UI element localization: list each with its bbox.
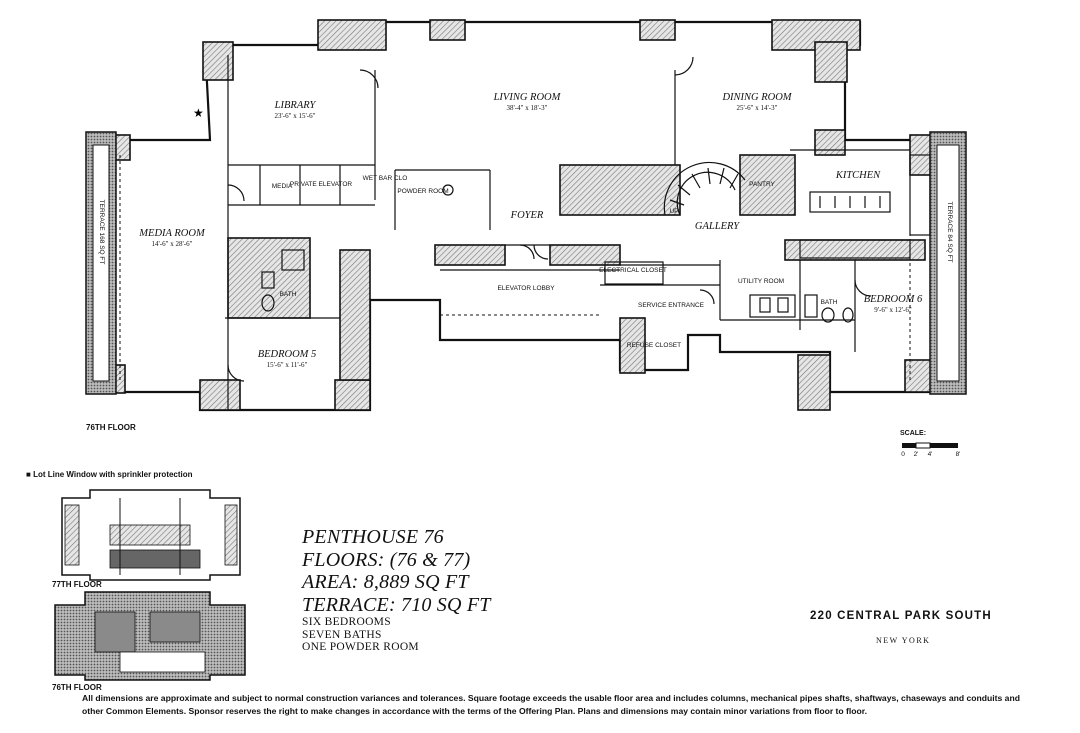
svg-text:4': 4' bbox=[928, 451, 933, 458]
svg-text:2': 2' bbox=[914, 451, 919, 458]
pantry-label: PANTRY bbox=[749, 181, 775, 188]
bedroom6-label: BEDROOM 6 bbox=[864, 294, 923, 305]
listing-terrace: TERRACE: 710 SQ FT bbox=[302, 593, 491, 616]
door-swings bbox=[227, 56, 872, 382]
terrace-right bbox=[929, 131, 967, 395]
terrace-left bbox=[85, 131, 117, 395]
thumb-76-label: 76TH FLOOR bbox=[52, 683, 102, 692]
terrace-right-label: TERRACE 84 SQ FT bbox=[946, 201, 953, 262]
listing-info: PENTHOUSE 76 FLOORS: (76 & 77) AREA: 8,8… bbox=[302, 526, 491, 654]
electrical-closet-label: ELECTRICAL CLOSET bbox=[599, 267, 667, 274]
refuse-closet-label: REFUSE CLOSET bbox=[627, 342, 681, 349]
thumbnail-76th bbox=[54, 591, 246, 681]
listing-baths: SEVEN BATHS bbox=[302, 628, 382, 641]
scale-label: SCALE: bbox=[900, 430, 927, 437]
thumb-77-label: 77TH FLOOR bbox=[52, 580, 102, 589]
bedroom6-dims: 9'-6" x 12'-6" bbox=[874, 306, 912, 314]
bath-left-label: BATH bbox=[280, 291, 297, 298]
listing-floors: FLOORS: (76 & 77) bbox=[302, 548, 471, 571]
bedroom5-label: BEDROOM 5 bbox=[258, 349, 317, 360]
listing-bedrooms: SIX BEDROOMS bbox=[302, 616, 391, 628]
gallery-label: GALLERY bbox=[695, 221, 740, 232]
main-floor-label: 76TH FLOOR bbox=[86, 423, 136, 432]
lot-line-bullet-icon: ■ bbox=[26, 470, 34, 479]
wet-bar-label: WET BAR CLO bbox=[363, 175, 408, 182]
lot-line-note: ■ Lot Line Window with sprinkler protect… bbox=[26, 470, 193, 479]
svg-text:0: 0 bbox=[901, 451, 905, 458]
interior-walls bbox=[119, 55, 911, 410]
building-city: NEW YORK bbox=[876, 636, 931, 645]
dining-room-label: DINING ROOM bbox=[721, 92, 792, 103]
library-dims: 23'-6" x 15'-6" bbox=[275, 112, 316, 120]
scale-bar: 0 2' 4' 8' bbox=[901, 442, 961, 458]
listing-title: PENTHOUSE 76 bbox=[302, 526, 444, 548]
spiral-staircase bbox=[663, 161, 746, 216]
dining-room-dims: 25'-6" x 14'-3" bbox=[737, 104, 778, 112]
living-room-label: LIVING ROOM bbox=[493, 92, 562, 103]
media-room-dims: 14'-6" x 28'-6" bbox=[152, 240, 193, 248]
private-elevator-label: PRIVATE ELEVATOR bbox=[290, 181, 353, 188]
listing-powder: ONE POWDER ROOM bbox=[302, 641, 419, 653]
building-name: 220 CENTRAL PARK SOUTH bbox=[810, 610, 992, 622]
library-label: LIBRARY bbox=[274, 100, 317, 111]
elevator-lobby-label: ELEVATOR LOBBY bbox=[497, 285, 555, 292]
kitchen-label: KITCHEN bbox=[835, 170, 881, 181]
bath-fixtures bbox=[261, 184, 854, 323]
listing-area: AREA: 8,889 SQ FT bbox=[302, 571, 469, 593]
up-label: UP bbox=[669, 208, 678, 215]
media-room-label: MEDIA ROOM bbox=[138, 228, 206, 239]
kitchen-counters bbox=[799, 154, 931, 259]
service-entrance-label: SERVICE ENTRANCE bbox=[638, 302, 705, 309]
living-room-dims: 38'-4" x 18'-3" bbox=[507, 104, 548, 112]
terrace-left-label: TERRACE 168 SQ FT bbox=[98, 200, 105, 265]
powder-room-label: POWDER ROOM bbox=[397, 188, 448, 195]
bedroom5-dims: 15'-6" x 11'-6" bbox=[267, 361, 308, 369]
thumbnail-77th bbox=[61, 489, 241, 581]
disclaimer: All dimensions are approximate and subje… bbox=[82, 693, 1020, 716]
utility-room-label: UTILITY ROOM bbox=[738, 278, 784, 285]
bath-right-label: BATH bbox=[821, 299, 838, 306]
room-labels: LIBRARY 23'-6" x 15'-6" LIVING ROOM 38'-… bbox=[98, 92, 953, 369]
svg-text:8': 8' bbox=[956, 451, 961, 458]
media-label: MEDIA bbox=[272, 183, 293, 190]
lot-line-marker-icon: ★ bbox=[193, 106, 204, 120]
foyer-label: FOYER bbox=[510, 210, 544, 221]
